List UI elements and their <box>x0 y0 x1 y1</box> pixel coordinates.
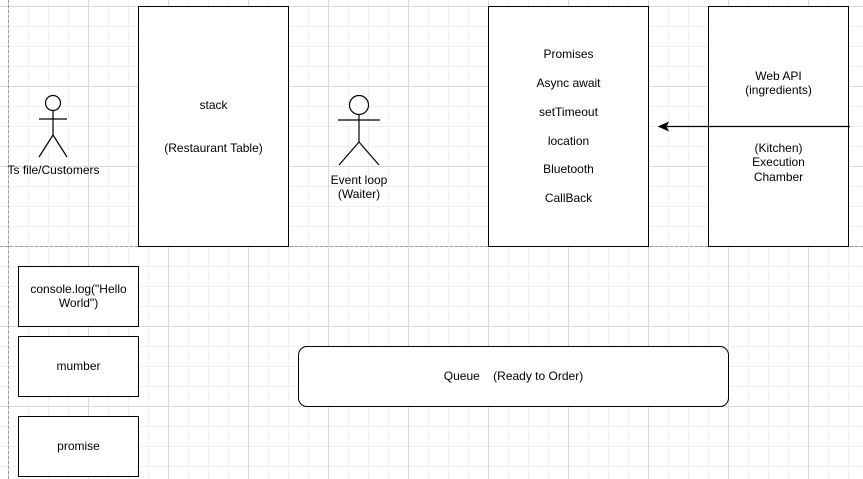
async-item-callback: CallBack <box>544 191 593 205</box>
async-apis-box <box>488 6 649 247</box>
event-loop-actor-icon <box>338 94 380 166</box>
event-loop-sublabel: (Waiter) <box>337 187 381 201</box>
stack-box <box>138 6 289 247</box>
web-api-kitchen: (Kitchen) <box>754 141 803 155</box>
number-box <box>18 336 139 397</box>
promise-label: promise <box>57 439 100 453</box>
web-api-chamber: Chamber <box>753 170 804 184</box>
event-loop-label: Event loop <box>330 173 388 187</box>
promise-box <box>18 416 139 477</box>
async-item-bluetooth: Bluetooth <box>543 162 594 176</box>
stack-title: stack <box>199 98 228 112</box>
customers-actor-icon <box>38 94 68 158</box>
console-log-box <box>18 266 139 327</box>
stack-subtitle: (Restaurant Table) <box>164 141 263 155</box>
console-log-label: console.log("Hello World") <box>30 282 127 310</box>
async-item-promises: Promises <box>543 47 594 61</box>
web-api-to-async-arrow <box>657 121 850 132</box>
async-item-settimeout: setTimeout <box>539 105 598 119</box>
web-api-ingredients: (ingredients) <box>745 83 812 97</box>
web-api-execution: Execution <box>752 155 805 169</box>
horizontal-guide-line <box>0 246 863 247</box>
async-item-async-await: Async await <box>536 76 601 90</box>
number-label: mumber <box>56 359 101 373</box>
async-item-location: location <box>547 134 590 148</box>
web-api-title: Web API <box>755 69 802 83</box>
vertical-guide-line <box>8 0 9 479</box>
queue-box <box>298 346 729 407</box>
queue-label: Queue (Ready to Order) <box>443 369 584 383</box>
customers-label: Ts file/Customers <box>7 163 100 177</box>
